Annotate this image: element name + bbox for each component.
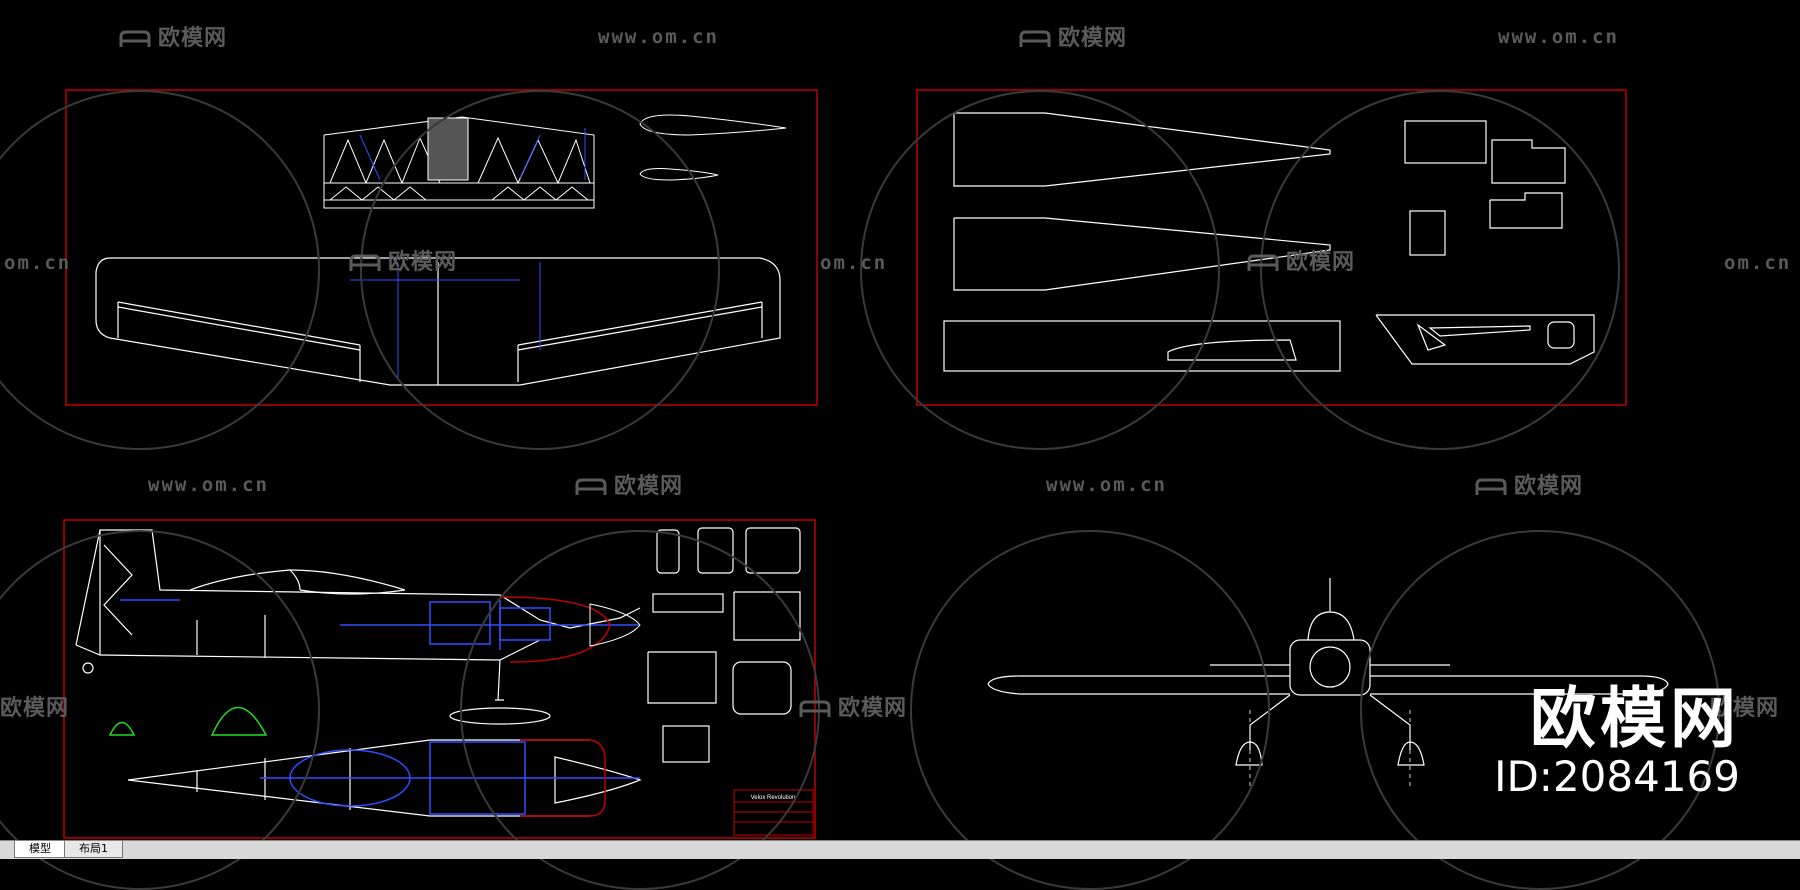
watermark-circle (1260, 90, 1620, 450)
watermark-brand: 欧模网 (1246, 244, 1355, 276)
model-id: ID:2084169 (1494, 752, 1740, 801)
watermark-url: www.om.cn (1498, 26, 1619, 48)
watermark-brand: 欧模网 (1018, 20, 1127, 52)
layout-tab-bar: 模型 布局1 (0, 840, 1800, 859)
watermark-brand: 欧模网 (798, 690, 907, 722)
watermark-circle (460, 530, 820, 890)
watermark-url: www.om.cn (1046, 474, 1167, 496)
tab-layout1[interactable]: 布局1 (64, 841, 123, 858)
sofa-logo-icon (118, 29, 152, 49)
watermark-brand: 欧模网 (1710, 696, 1780, 721)
watermark-url: www.om.cn (598, 26, 719, 48)
sofa-logo-icon (1018, 29, 1052, 49)
sofa-logo-icon (348, 253, 382, 273)
sofa-logo-icon (574, 477, 608, 497)
sofa-logo-icon (1474, 477, 1508, 497)
watermark-brand: 欧模网 (348, 244, 457, 276)
watermark-circle (860, 90, 1220, 450)
watermark-brand: 欧模网 (118, 20, 227, 52)
watermark-brand: 欧模网 (0, 696, 70, 721)
brand-title: 欧模网 (1530, 680, 1740, 757)
watermark-brand: 欧模网 (1474, 468, 1583, 500)
watermark-circle (360, 90, 720, 450)
watermark-url-partial: om.cn (4, 252, 72, 274)
sofa-logo-icon (798, 699, 832, 719)
watermark-url-partial: om.cn (820, 252, 888, 274)
watermark-url: www.om.cn (148, 474, 269, 496)
sofa-logo-icon (1246, 253, 1280, 273)
tab-model[interactable]: 模型 (14, 841, 66, 858)
watermark-url-partial: om.cn (1724, 252, 1792, 274)
watermark-circle (910, 530, 1270, 890)
watermark-brand: 欧模网 (574, 468, 683, 500)
